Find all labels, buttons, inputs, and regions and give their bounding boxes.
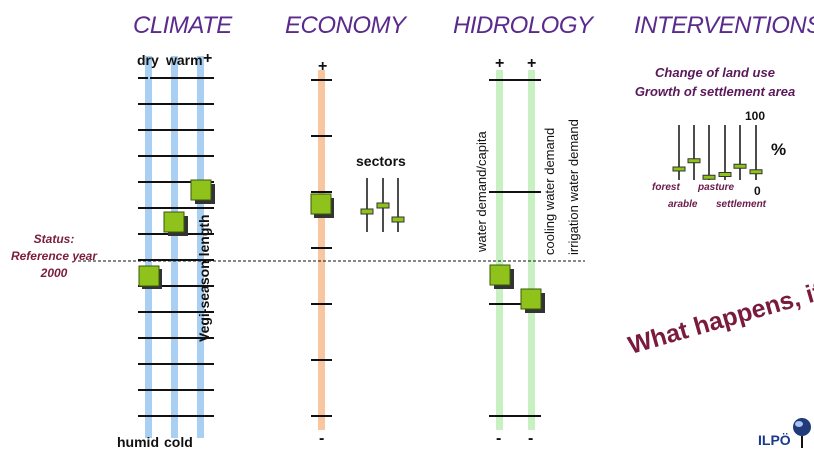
hydro-label-irrigation: irrigation water demand (566, 119, 581, 255)
interventions-handles (672, 158, 763, 180)
interventions-scale-min: 0 (754, 184, 761, 198)
intervention-slider-handle (672, 166, 686, 172)
intervention-slider-handle (733, 163, 747, 169)
economy-marker (310, 193, 334, 218)
climate-marker-humid (138, 265, 162, 289)
hydro-marker-cooling (520, 288, 545, 313)
climate-bar-dry (145, 56, 152, 438)
status-label: Status: Reference year 2000 (6, 231, 102, 282)
climate-label-cold: cold (164, 434, 193, 450)
hydro-minus-2: - (528, 430, 534, 447)
hydro-label-water-demand: water demand/capita (474, 131, 489, 252)
climate-label-humid: humid (117, 434, 159, 450)
hydro-plus-1: + (495, 55, 505, 72)
climate-ticks (138, 77, 214, 417)
climate-bar-veg (197, 56, 204, 438)
economy-ticks (311, 79, 332, 417)
climate-marker-veg (190, 179, 215, 204)
interventions-scale-max: 100 (745, 109, 766, 123)
climate-label-warm: warm (166, 52, 203, 68)
interventions-description: Change of land use Growth of settlement … (620, 63, 810, 101)
economy-minus: - (319, 430, 325, 447)
intervention-slider-handle (687, 158, 701, 164)
interventions-label-forest: forest (652, 182, 680, 193)
climate-label-veg-season: Vegi-season length (196, 214, 212, 342)
ilpo-logo-globe (793, 418, 811, 448)
interventions-line-2: Growth of settlement area (634, 84, 796, 99)
climate-bar-warm (171, 56, 178, 438)
heading-economy: ECONOMY (285, 12, 406, 39)
ilpo-logo: ILPÖ (758, 432, 791, 448)
interventions-label-pasture: pasture (698, 182, 735, 193)
status-line-2: Reference year (10, 249, 98, 263)
hydro-bar-water-demand (496, 70, 503, 430)
intervention-slider-handle (702, 174, 716, 180)
climate-label-dry: dry (137, 52, 159, 68)
interventions-unit: % (771, 140, 787, 159)
intervention-slider-handle (718, 172, 732, 177)
hydro-bar-cooling (528, 70, 535, 430)
interventions-label-settlement: settlement (716, 199, 767, 210)
status-line-1: Status: (33, 232, 75, 246)
status-line-3: 2000 (40, 266, 68, 280)
sectors-handles (360, 202, 405, 223)
sectors-label: sectors (356, 153, 406, 169)
interventions-label-arable: arable (668, 199, 698, 210)
hydro-minus-1: - (496, 430, 502, 447)
heading-interventions: INTERVENTIONS (634, 12, 814, 39)
intervention-slider-handle (749, 169, 763, 175)
economy-bar (318, 70, 325, 430)
climate-label-plus: + (203, 50, 213, 67)
hydro-marker-water-demand (489, 264, 514, 289)
climate-marker-warm (163, 211, 188, 236)
interventions-sliders (678, 125, 757, 180)
heading-hidrology: HIDROLOGY (453, 12, 593, 39)
hydro-label-cooling: cooling water demand (542, 127, 557, 255)
interventions-line-1: Change of land use (655, 65, 775, 80)
hydro-plus-2: + (527, 55, 537, 72)
heading-climate: CLIMATE (133, 12, 232, 39)
economy-plus: + (318, 58, 328, 75)
